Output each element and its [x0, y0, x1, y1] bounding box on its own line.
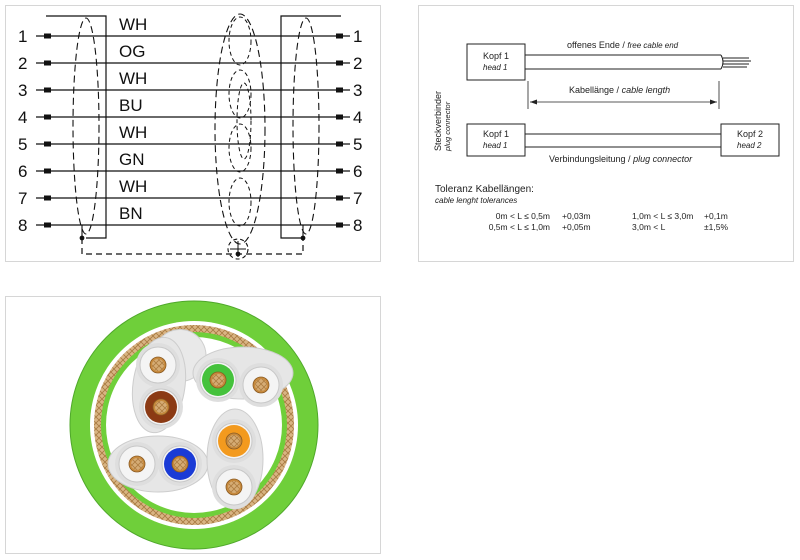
dim-arrow-right: [710, 99, 717, 105]
conductor-white-green-strands: [255, 379, 267, 391]
cable-cross-section-panel: [5, 296, 381, 554]
pair-3-4: [228, 69, 252, 119]
wire-color-code-3: WH: [119, 69, 147, 88]
wire-color-code-2: OG: [119, 42, 145, 61]
pair-7-8: [228, 177, 252, 227]
pin-terminal-left-2: [44, 60, 51, 66]
pin-terminal-right-2: [336, 60, 343, 66]
pin-number-left-6: 6: [18, 162, 27, 181]
cable-length-label: Kabellänge / cable length: [569, 85, 670, 95]
pin-terminal-left-8: [44, 222, 51, 228]
pair-1-2: [228, 16, 252, 66]
pin-number-right-1: 1: [353, 27, 362, 46]
pair-5-6: [228, 123, 252, 173]
pin-number-right-8: 8: [353, 216, 362, 235]
wire-color-code-8: BN: [119, 204, 143, 223]
head1-label-top: Kopf 1: [483, 51, 509, 61]
tolerance-value-2: +0,05m: [562, 222, 591, 232]
pin-number-left-8: 8: [18, 216, 27, 235]
wires: [36, 33, 350, 238]
wire-color-code-4: BU: [119, 96, 143, 115]
conductor-orange-strands: [228, 435, 240, 447]
conductor-white-brown-strands: [152, 359, 164, 371]
head2-sub: head 2: [737, 141, 762, 150]
pin-terminal-left-4: [44, 114, 51, 120]
pair-cross-ellipse: [236, 82, 252, 160]
pin-number-left-3: 3: [18, 81, 27, 100]
shield-ellipse-right: [292, 17, 320, 235]
head1-sub-top: head 1: [483, 63, 507, 72]
dimension-diagram: Steckverbinder plug connector Kopf 1 hea…: [433, 40, 780, 232]
pin-number-right-4: 4: [353, 108, 362, 127]
pin-terminal-right-5: [336, 141, 343, 147]
tolerance-value-1: +0,03m: [562, 211, 591, 221]
right-connector-outline: [280, 15, 341, 239]
tolerance-subtitle: cable lenght tolerances: [435, 196, 517, 205]
pin-number-right-5: 5: [353, 135, 362, 154]
head2-box: [720, 123, 780, 157]
side-label-de: Steckverbinder: [433, 91, 443, 151]
shield-ellipse-center: [214, 13, 266, 245]
conductors: [107, 336, 294, 510]
pin-number-right-6: 6: [353, 162, 362, 181]
dim-arrow-left: [530, 99, 537, 105]
ground-symbol: [227, 238, 249, 260]
tolerance-value-4: ±1,5%: [704, 222, 728, 232]
conductor-white-blue-strands: [131, 458, 143, 470]
pin-number-left-7: 7: [18, 189, 27, 208]
pin-terminal-right-8: [336, 222, 343, 228]
pin-terminal-left-7: [44, 195, 51, 201]
tolerance-range-2: 0,5m < L ≤ 1,0m: [489, 222, 550, 232]
pin-terminal-left-5: [44, 141, 51, 147]
pin-number-right-7: 7: [353, 189, 362, 208]
head2-label: Kopf 2: [737, 129, 763, 139]
tolerance-range-4: 3,0m < L: [632, 222, 666, 232]
conductor-blue-strands: [174, 458, 186, 470]
conductor-green-strands: [212, 374, 224, 386]
side-label: Steckverbinder plug connector: [433, 91, 452, 152]
side-label-en: plug connector: [443, 101, 452, 152]
shield-junction-right: [300, 235, 306, 241]
conductor-brown-strands: [155, 401, 167, 413]
wire-color-code-5: WH: [119, 123, 147, 142]
pin-number-left-5: 5: [18, 135, 27, 154]
shield-junction-left: [79, 235, 85, 241]
pin-terminal-right-7: [336, 195, 343, 201]
cable-top-end: [720, 54, 724, 70]
left-connector-outline: [46, 15, 107, 239]
head1-label-bottom: Kopf 1: [483, 129, 509, 139]
free-end-label: offenes Ende / free cable end: [567, 40, 679, 50]
wire-color-code-7: WH: [119, 177, 147, 196]
conductor-white-orange-strands: [228, 481, 240, 493]
head1-box-bottom: [466, 123, 526, 157]
shield-drain-line: [81, 238, 304, 255]
tolerance-range-1: 0m < L ≤ 0,5m: [496, 211, 550, 221]
head1-sub-bottom: head 1: [483, 141, 507, 150]
pin-number-right-3: 3: [353, 81, 362, 100]
pin-terminal-left-3: [44, 87, 51, 93]
plug-connector-label: Verbindungsleitung / plug connector: [549, 154, 693, 164]
shield-ellipse-left: [72, 17, 100, 235]
pin-number-right-2: 2: [353, 54, 362, 73]
tolerance-range-3: 1,0m < L ≤ 3,0m: [632, 211, 693, 221]
wire-color-code-1: WH: [119, 15, 147, 34]
pin-terminal-left-1: [44, 33, 51, 39]
wire-color-code-6: GN: [119, 150, 145, 169]
head1-box-top: [466, 43, 526, 81]
pin-terminal-right-1: [336, 33, 343, 39]
pin-number-left-2: 2: [18, 54, 27, 73]
tolerance-title: Toleranz Kabellängen:: [435, 184, 534, 195]
pin-terminal-right-6: [336, 168, 343, 174]
pin-terminal-right-3: [336, 87, 343, 93]
tolerance-value-3: +0,1m: [704, 211, 728, 221]
pin-number-left-4: 4: [18, 108, 27, 127]
pin-terminal-right-4: [336, 114, 343, 120]
cable-cross-section: [69, 300, 319, 550]
pin-terminal-left-6: [44, 168, 51, 174]
dimension-diagram-panel: Steckverbinder plug connector Kopf 1 hea…: [418, 5, 794, 262]
pin-number-left-1: 1: [18, 27, 27, 46]
